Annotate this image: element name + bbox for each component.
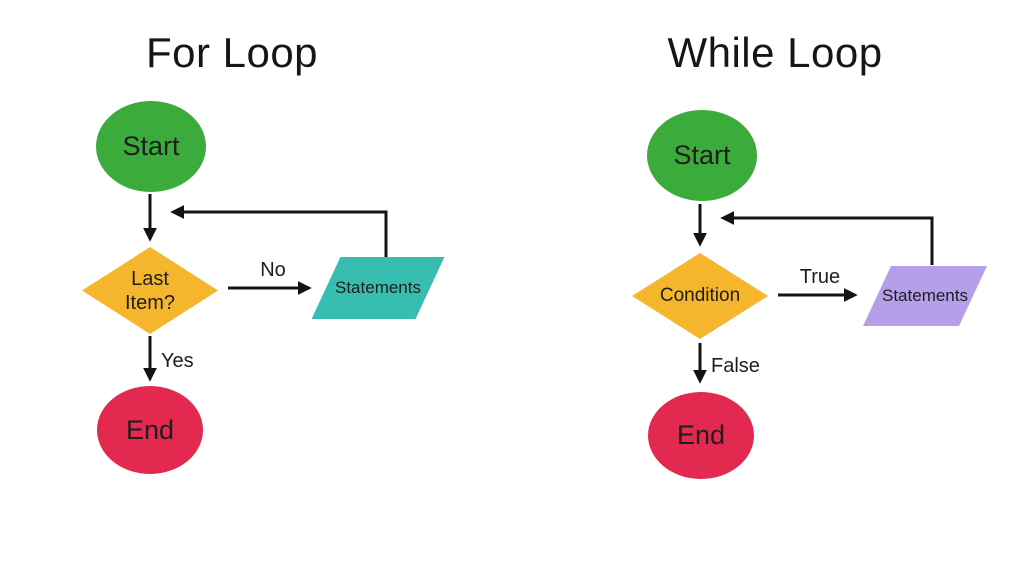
while-false-branch-label: False <box>711 355 760 377</box>
for-end-node: End <box>97 386 203 474</box>
while-start-node: Start <box>647 110 757 201</box>
arrow-while-statements-loopback <box>720 211 934 265</box>
while-statements-label: Statements <box>882 286 968 305</box>
for-statements-node: Statements <box>311 257 445 319</box>
while-end-label: End <box>676 420 726 450</box>
for-start-node: Start <box>96 101 206 192</box>
for-yes-branch-label: Yes <box>161 350 194 372</box>
for-end-label: End <box>125 414 175 445</box>
for-loop-title: For Loop <box>145 29 319 76</box>
while-true-branch-label: True <box>799 266 841 288</box>
arrow-for-statements-loopback <box>170 205 388 258</box>
for-no-branch-label: No <box>260 259 286 281</box>
while-end-node: End <box>648 392 754 479</box>
while-loop-title: While Loop <box>667 29 883 76</box>
for-start-label: Start <box>122 131 180 161</box>
for-statements-label: Statements <box>335 278 421 297</box>
while-statements-node: Statements <box>863 266 987 326</box>
while-decision-label: Condition <box>659 284 741 306</box>
for-decision-node: Last Item? <box>82 247 218 334</box>
for-decision-label: Last Item? <box>124 267 176 314</box>
while-start-label: Start <box>673 140 731 170</box>
while-decision-node: Condition <box>632 253 768 339</box>
